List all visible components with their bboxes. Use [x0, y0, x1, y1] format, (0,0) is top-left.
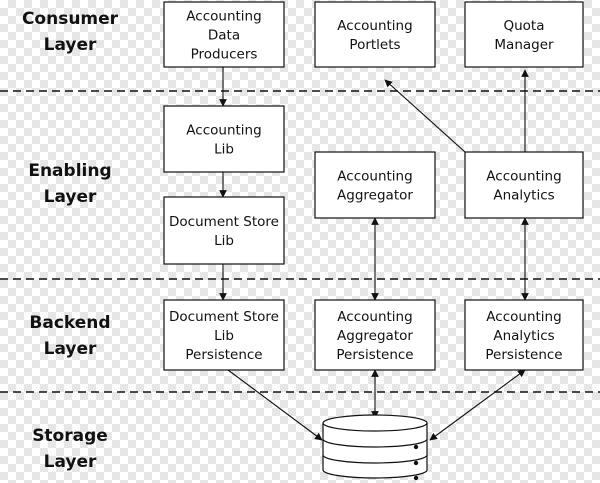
document-store-lib-label: Lib [214, 233, 234, 249]
layer-label-enabling: Layer [44, 187, 97, 207]
database-cylinder-icon [322, 414, 428, 481]
layer-label-backend: Layer [44, 339, 97, 359]
layer-label-enabling: Enabling [28, 161, 111, 181]
accounting-portlets-label: Accounting [337, 18, 412, 34]
layer-labels: ConsumerLayerEnablingLayerBackendLayerSt… [22, 9, 119, 472]
quota-manager-label: Manager [494, 37, 554, 53]
document-store-lib-label: Document Store [169, 214, 279, 230]
document-store-lib-persistence-label: Persistence [185, 347, 262, 363]
edge-accounting-analytics-persistence-to-database [429, 369, 526, 441]
layer-label-storage: Layer [44, 452, 97, 472]
accounting-analytics-persistence-label: Accounting [486, 309, 561, 325]
document-store-lib-persistence-label: Document Store [169, 309, 279, 325]
edge-document-store-lib-persistence-to-database [227, 369, 323, 441]
accounting-lib-label: Lib [214, 142, 234, 158]
accounting-analytics-label: Accounting [486, 169, 561, 185]
layer-label-storage: Storage [32, 426, 108, 446]
accounting-analytics-persistence-label: Analytics [493, 328, 554, 344]
accounting-data-producers-label: Producers [191, 47, 258, 63]
accounting-data-producers-label: Accounting [186, 9, 261, 25]
accounting-analytics-persistence-label: Persistence [485, 347, 562, 363]
accounting-aggregator-label: Aggregator [337, 188, 413, 204]
connectors [219, 67, 529, 441]
accounting-data-producers-label: Data [208, 28, 240, 44]
edge-accounting-analytics-to-accounting-portlets [384, 79, 466, 153]
accounting-lib-label: Accounting [186, 123, 261, 139]
accounting-aggregator-persistence-label: Accounting [337, 309, 412, 325]
accounting-aggregator-label: Accounting [337, 169, 412, 185]
accounting-aggregator-persistence-label: Aggregator [337, 328, 413, 344]
accounting-analytics-label: Analytics [493, 188, 554, 204]
quota-manager-label: Quota [503, 18, 544, 34]
document-store-lib-persistence-label: Lib [214, 328, 234, 344]
accounting-portlets-label: Portlets [349, 37, 400, 53]
layer-label-backend: Backend [29, 313, 110, 333]
layer-label-consumer: Consumer [22, 9, 119, 29]
layer-label-consumer: Layer [44, 35, 97, 55]
accounting-aggregator-persistence-label: Persistence [336, 347, 413, 363]
component-boxes: AccountingDataProducersAccountingPortlet… [163, 1, 584, 481]
